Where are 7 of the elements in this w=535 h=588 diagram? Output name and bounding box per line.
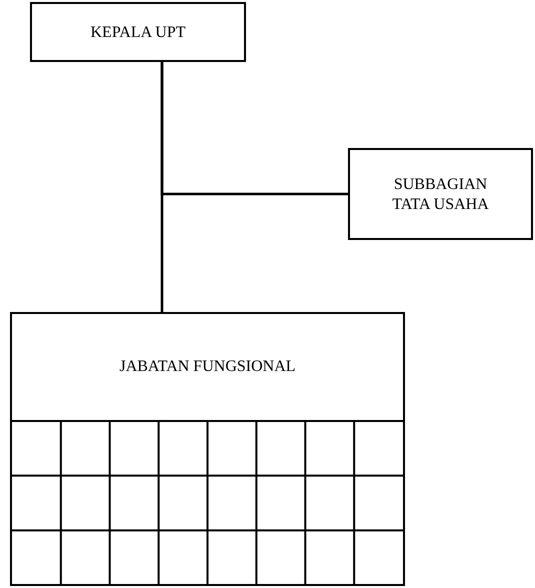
unit-box: [348, 148, 533, 240]
box-title: KEPALA UPT: [90, 23, 186, 43]
head-box: [30, 2, 246, 62]
box-title: SUBBAGIAN TATA USAHA: [391, 175, 490, 215]
box-title: JABATAN FUNGSIONAL: [119, 357, 296, 377]
group-box: [10, 312, 405, 586]
connector-line: [160, 62, 164, 312]
